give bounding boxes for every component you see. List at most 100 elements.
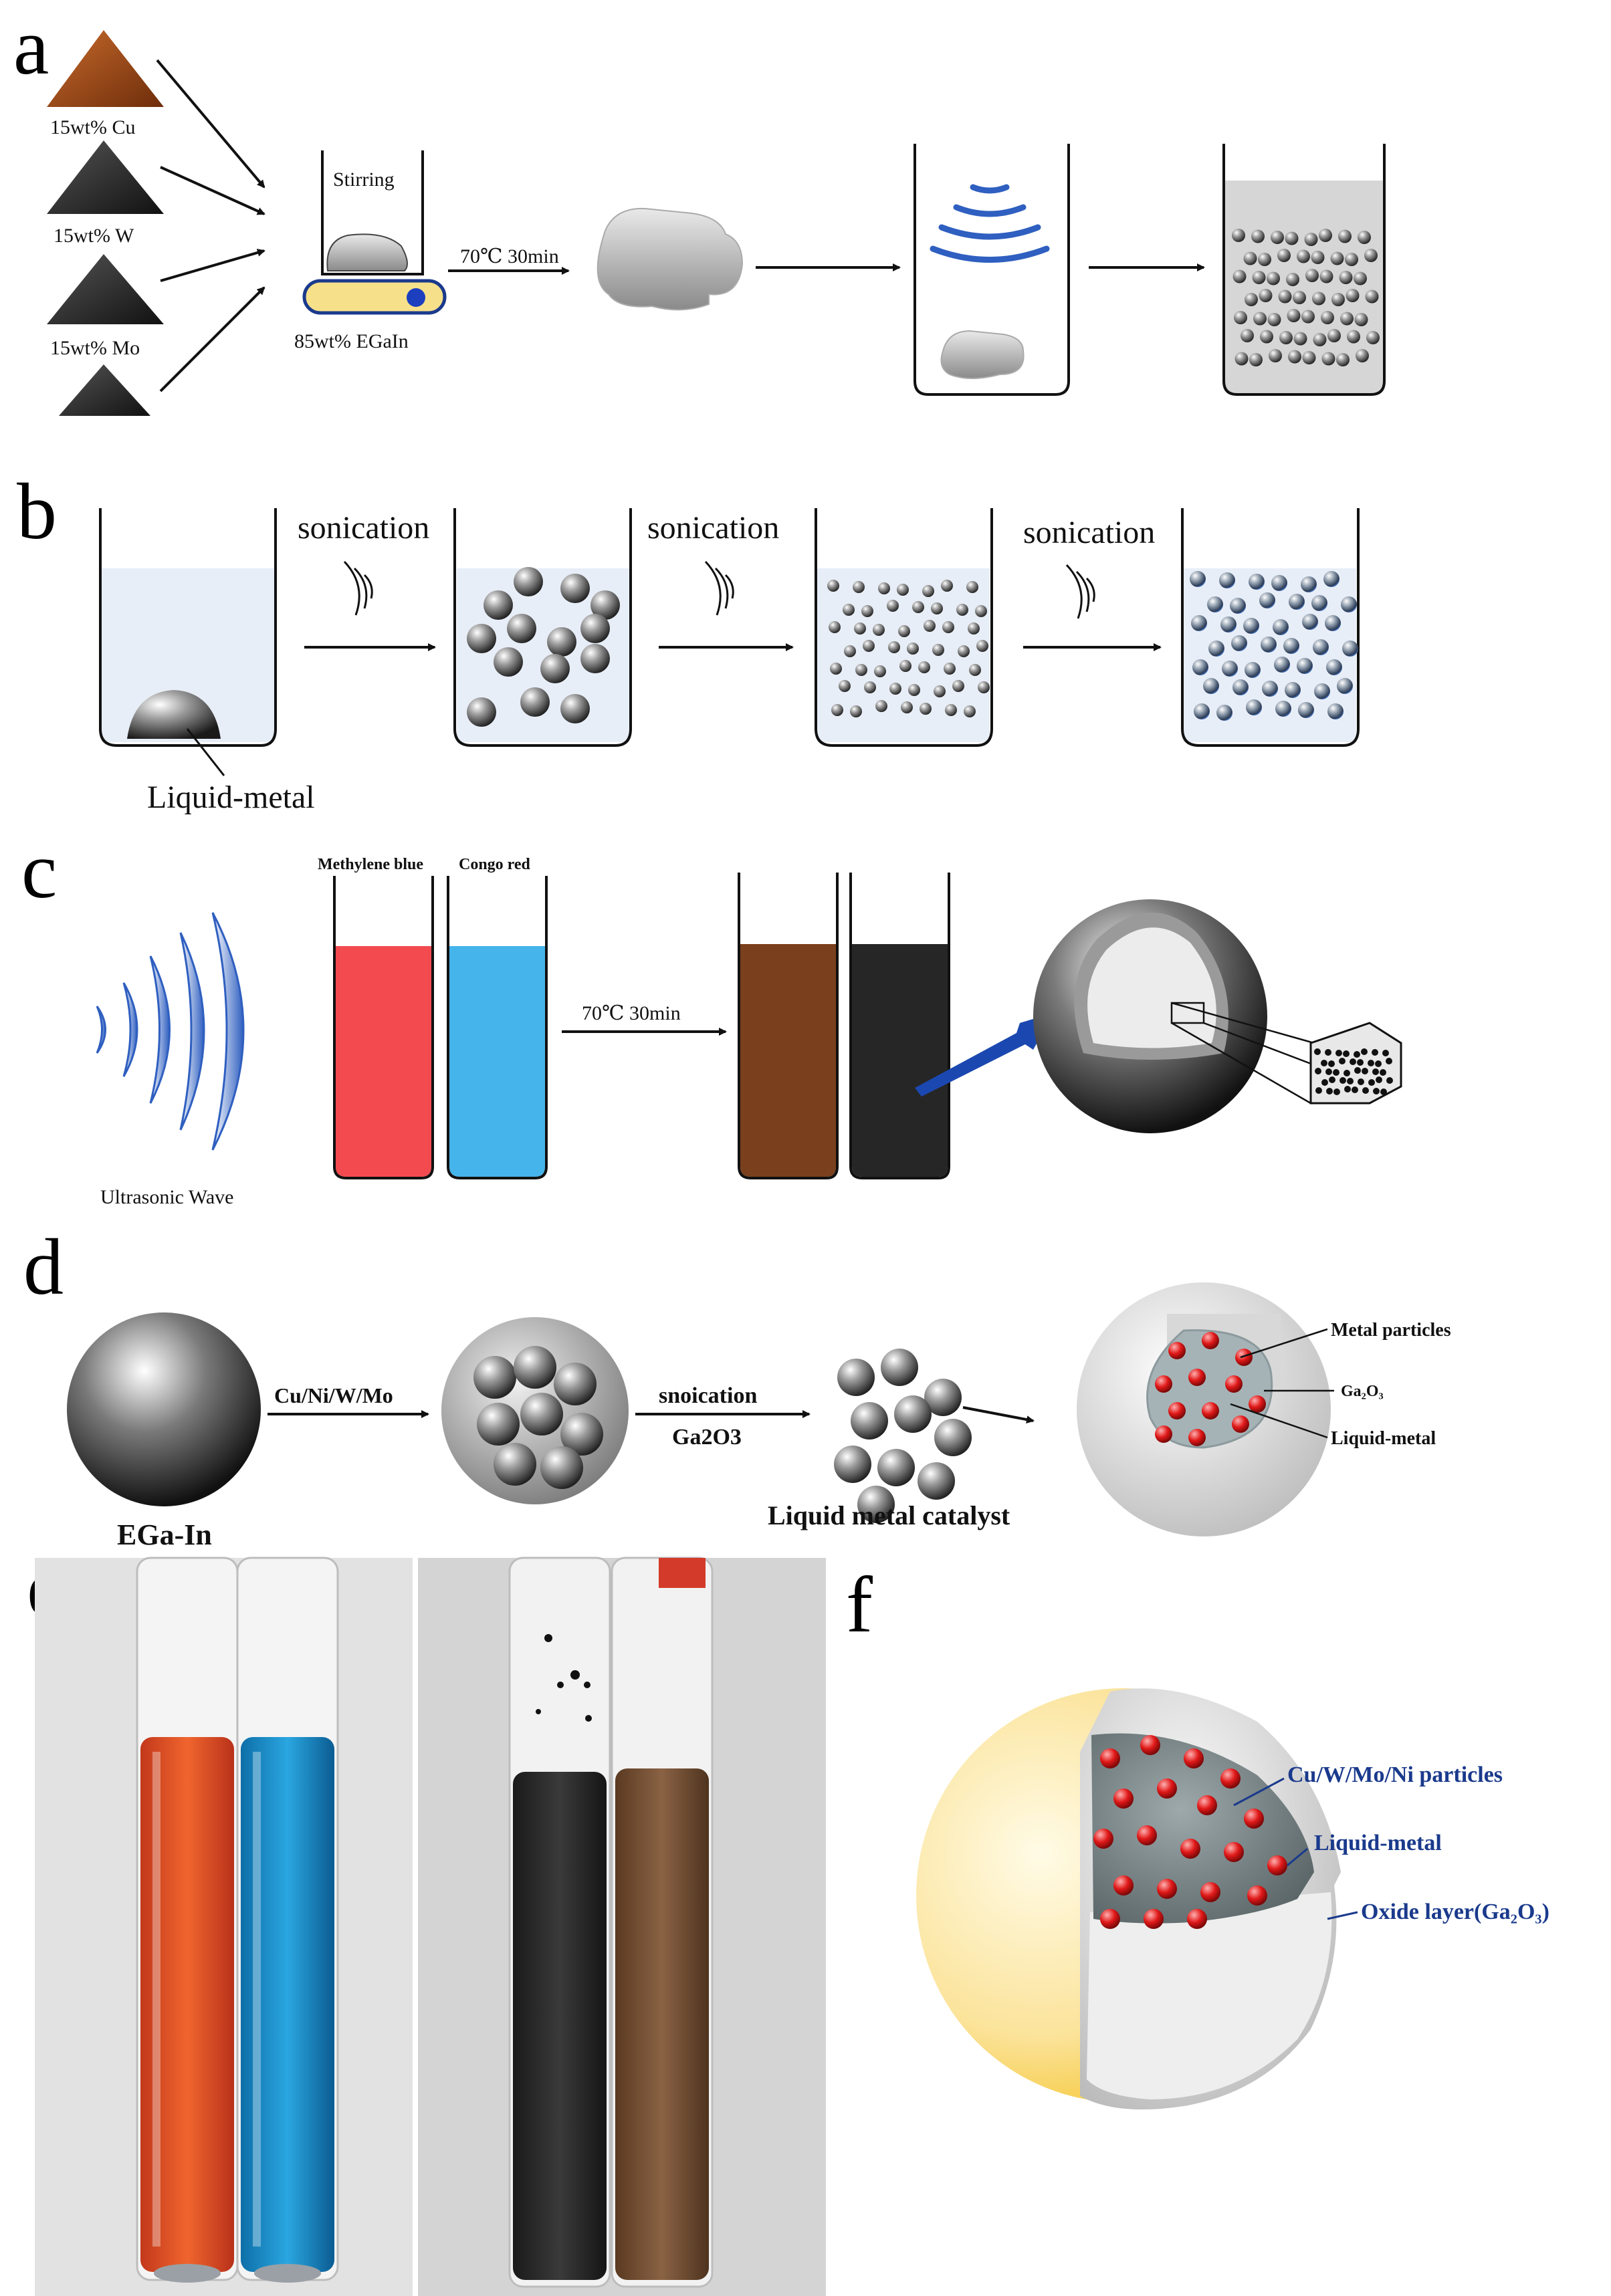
small-droplet [897, 584, 909, 596]
small-droplet [918, 661, 930, 673]
cu-label: 15wt% Cu [50, 116, 136, 138]
small-droplet [899, 660, 911, 672]
small-droplet [873, 624, 885, 636]
small-droplet [829, 621, 841, 633]
metal-droplet [1354, 271, 1367, 285]
coated-droplet [1216, 705, 1232, 721]
panel-a: a 15wt% Cu 15wt% W 15wt% Mo Stirring 85w… [13, 2, 1386, 416]
metal-particle [1232, 1415, 1249, 1433]
droplet [520, 687, 550, 717]
small-droplet [934, 685, 946, 697]
metal-particle [1113, 1789, 1134, 1809]
small-droplet [922, 585, 934, 597]
callout-lines-f [1233, 1777, 1358, 1920]
pore-dot [1344, 1086, 1351, 1093]
droplet [514, 567, 543, 596]
small-droplet [978, 681, 990, 693]
panel-letter-a: a [13, 2, 49, 91]
droplet [560, 694, 590, 723]
coated-droplet [1323, 571, 1339, 587]
panel-d: d EGa-In Cu/Ni/W/Mo snoication Ga2O3 Liq… [23, 1222, 1451, 1551]
cutaway-sphere-f [916, 1688, 1341, 2109]
panel-letter-b: b [17, 467, 57, 556]
metal-droplet [1347, 330, 1360, 344]
metal-particle [1155, 1375, 1172, 1393]
coated-droplet [1230, 598, 1246, 614]
metal-droplet [1304, 233, 1318, 246]
photo-dye-solutions [35, 1557, 413, 2296]
metal-droplet [1358, 231, 1371, 244]
metal-particle [1113, 1875, 1134, 1896]
metal-particle [1247, 1885, 1267, 1906]
pore-dot [1350, 1058, 1356, 1065]
pore-dot [1382, 1050, 1389, 1056]
panel-letter-d: d [23, 1222, 64, 1311]
sound-wave-icon [343, 560, 373, 616]
metal-droplet [1356, 349, 1369, 362]
pore-dot [1368, 1079, 1375, 1086]
catalyst-droplet [877, 1449, 915, 1486]
metal-droplet [1241, 329, 1254, 342]
pore-dot [1343, 1050, 1350, 1057]
coated-droplet [1232, 679, 1249, 695]
small-droplet [942, 621, 954, 633]
metal-particle [1197, 1795, 1217, 1815]
small-droplet [850, 705, 862, 717]
coated-droplet [1208, 641, 1224, 657]
copper-powder-cone-icon [47, 30, 164, 107]
pore-dots [1314, 1048, 1393, 1095]
nickel-powder-cone-icon [59, 364, 150, 416]
small-droplet [907, 643, 919, 655]
coated-droplet [1203, 678, 1219, 694]
pore-dot [1347, 1078, 1354, 1084]
catalyst-droplet [918, 1462, 955, 1500]
coated-droplet [1190, 571, 1206, 587]
inner-particles [473, 1346, 603, 1489]
metal-particle [1188, 1429, 1206, 1446]
inner-particle [540, 1446, 583, 1489]
metal-droplet [1366, 331, 1380, 344]
metal-droplet [1338, 229, 1352, 243]
metal-particle [1157, 1879, 1177, 1899]
pore-dot [1375, 1060, 1382, 1067]
metal-droplet [1271, 231, 1284, 244]
cu-w-mo-ni-particles [1093, 1735, 1287, 1929]
catalyst-droplet [837, 1359, 875, 1396]
small-droplet [863, 640, 875, 652]
ultrasonic-wave-label: Ultrasonic Wave [100, 1186, 233, 1208]
metal-particle [1220, 1768, 1241, 1789]
metal-droplet [1259, 289, 1273, 302]
coated-droplet [1313, 639, 1329, 655]
pore-dot [1339, 1077, 1346, 1084]
metal-droplet [1301, 310, 1315, 324]
catalyst-droplet [894, 1395, 932, 1433]
small-droplet [901, 701, 913, 713]
ultrasound-wave-icon [930, 184, 1050, 263]
metal-droplet [1319, 229, 1332, 242]
small-droplet [941, 580, 953, 592]
droplet [540, 654, 570, 683]
condition-label: 70℃ 30min [460, 245, 559, 267]
metal-particle [1168, 1402, 1186, 1419]
droplet [484, 590, 513, 620]
metal-droplets [1232, 229, 1380, 366]
black-solution-tube [513, 1772, 607, 2280]
metal-droplet [1279, 331, 1293, 344]
metal-droplet [1293, 332, 1307, 346]
small-droplet [898, 625, 910, 637]
metal-droplet [1277, 249, 1291, 262]
pore-dot [1335, 1050, 1342, 1056]
small-droplet [831, 704, 843, 716]
metal-droplet [1331, 293, 1345, 306]
pore-dot [1372, 1049, 1378, 1056]
metal-particle [1225, 1375, 1243, 1393]
egain-label: 85wt% EGaIn [294, 330, 409, 352]
metal-droplet [1346, 289, 1360, 302]
composite-sphere [441, 1317, 629, 1504]
pore-dot [1358, 1078, 1364, 1085]
methylene-blue-label: Methylene blue [318, 856, 423, 873]
catalyst-label: Liquid metal catalyst [768, 1500, 1010, 1530]
metal-droplet [1327, 329, 1341, 342]
coated-droplet [1337, 678, 1353, 694]
metal-droplet [1269, 349, 1282, 362]
